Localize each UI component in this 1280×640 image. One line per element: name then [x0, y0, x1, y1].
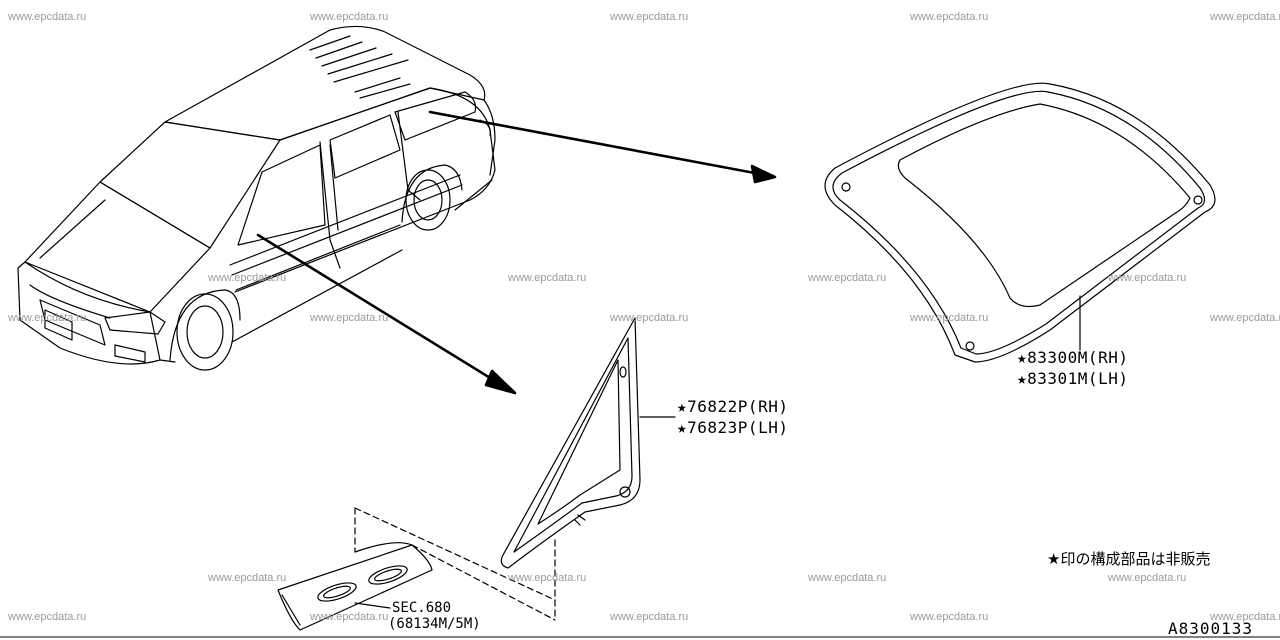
- arrow-to-front-corner-window: [256, 233, 517, 395]
- watermark: www.epcdata.ru: [1210, 312, 1280, 324]
- watermark: www.epcdata.ru: [1108, 572, 1187, 584]
- watermark: www.epcdata.ru: [610, 11, 689, 23]
- watermark: www.epcdata.ru: [208, 572, 287, 584]
- garnish-section-reference: SEC.680: [392, 600, 452, 616]
- watermark: www.epcdata.ru: [508, 572, 587, 584]
- watermark: www.epcdata.ru: [610, 611, 689, 623]
- watermark: www.epcdata.ru: [808, 572, 887, 584]
- watermark: www.epcdata.ru: [310, 611, 389, 623]
- watermark: www.epcdata.ru: [1108, 272, 1187, 284]
- watermark: www.epcdata.ru: [310, 11, 389, 23]
- not-sold-note: ★印の構成部品は非販売: [1047, 550, 1211, 568]
- watermark: www.epcdata.ru: [8, 611, 87, 623]
- watermark: www.epcdata.ru: [8, 312, 87, 324]
- watermark: www.epcdata.ru: [808, 272, 887, 284]
- rear-quarter-window: [824, 82, 1216, 363]
- diagram-code: A8300133: [1168, 619, 1254, 638]
- watermark: www.epcdata.ru: [508, 272, 587, 284]
- watermark: www.epcdata.ru: [8, 11, 87, 23]
- front-corner-window: [500, 317, 641, 569]
- part-label-rear-window-lh: ★83301M(LH): [1017, 369, 1129, 388]
- part-label-front-corner-lh: ★76823P(LH): [677, 418, 789, 437]
- watermark: www.epcdata.ru: [1210, 11, 1280, 23]
- watermark: www.epcdata.ru: [208, 272, 287, 284]
- garnish-leader-line: [354, 602, 391, 609]
- garnish-part: [277, 542, 433, 631]
- watermark: www.epcdata.ru: [1210, 611, 1280, 623]
- garnish-dashed-guide: [354, 507, 556, 621]
- part-label-front-corner-rh: ★76822P(RH): [677, 397, 789, 416]
- watermark: www.epcdata.ru: [910, 11, 989, 23]
- watermark: www.epcdata.ru: [910, 312, 989, 324]
- watermark: www.epcdata.ru: [610, 312, 689, 324]
- watermark: www.epcdata.ru: [910, 611, 989, 623]
- garnish-part-numbers: (68134M/5M): [388, 616, 481, 632]
- vehicle-illustration: [17, 25, 496, 371]
- watermark: www.epcdata.ru: [310, 312, 389, 324]
- arrow-to-rear-window: [428, 110, 777, 184]
- part-label-rear-window-rh: ★83300M(RH): [1017, 348, 1129, 367]
